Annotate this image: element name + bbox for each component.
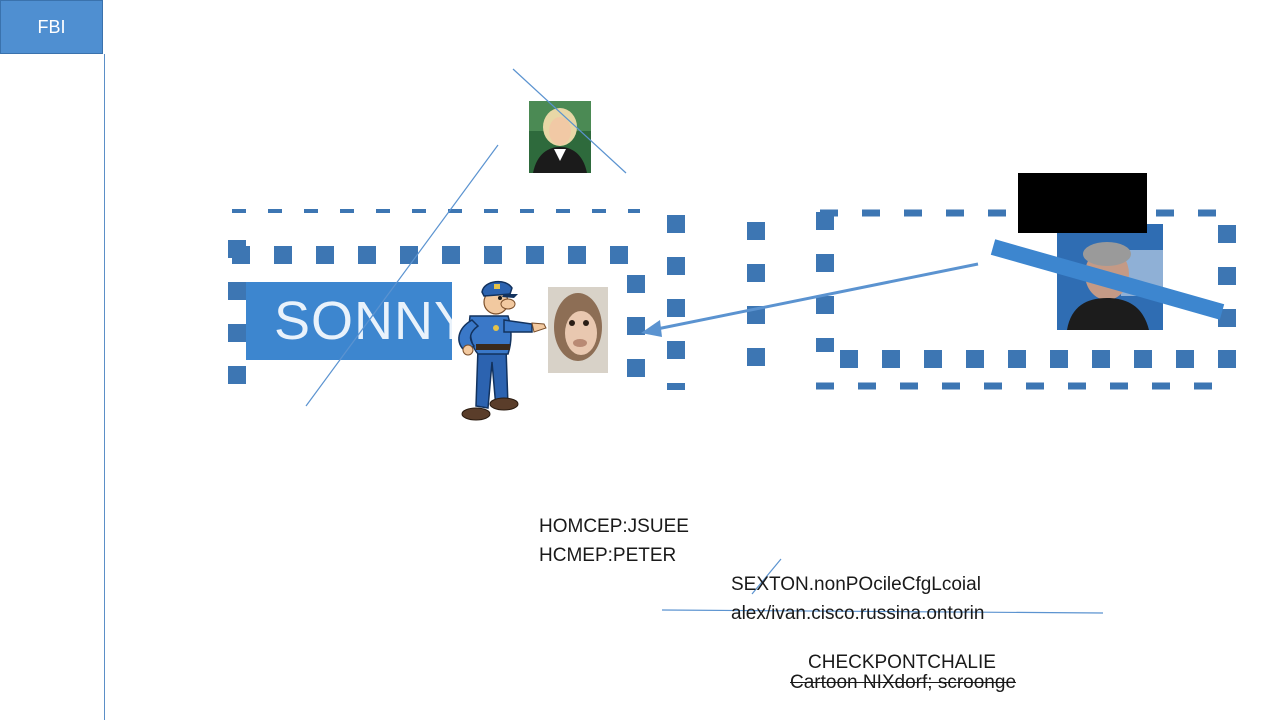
- strike-line-sexton: [751, 558, 782, 595]
- strike-line-notes: [661, 609, 1104, 614]
- monkey-portrait-icon: [548, 287, 608, 373]
- strike-line-woman: [512, 68, 627, 174]
- note-hcmep: HCMEP:PETER: [539, 545, 677, 566]
- fbi-divider-line: [104, 54, 105, 720]
- note-checkpoint: CHECKPONTCHALIE: [808, 652, 996, 673]
- photo-monkey[interactable]: [548, 287, 608, 373]
- strike-line-sonny: [305, 144, 499, 407]
- sonny-label-box[interactable]: SONNY: [246, 282, 452, 360]
- policeman-pointing-icon: [458, 280, 547, 421]
- woman-portrait-icon: [529, 101, 591, 173]
- redaction-box: [1018, 173, 1147, 233]
- pointer-arrow: [641, 262, 979, 337]
- note-sexton: SEXTON.nonPOcileCfgLcoial: [731, 574, 981, 595]
- strike-bar-man: [990, 239, 1225, 320]
- note-cartoon-struck: Cartoon NIXdorf; scroonge: [790, 672, 1017, 693]
- note-alex: alex/ivan.cisco.russina.ontorin: [731, 603, 985, 624]
- photo-woman[interactable]: [529, 101, 591, 173]
- fbi-tab[interactable]: FBI: [0, 0, 103, 54]
- note-homcep: HOMCEP:JSUEE: [539, 516, 689, 537]
